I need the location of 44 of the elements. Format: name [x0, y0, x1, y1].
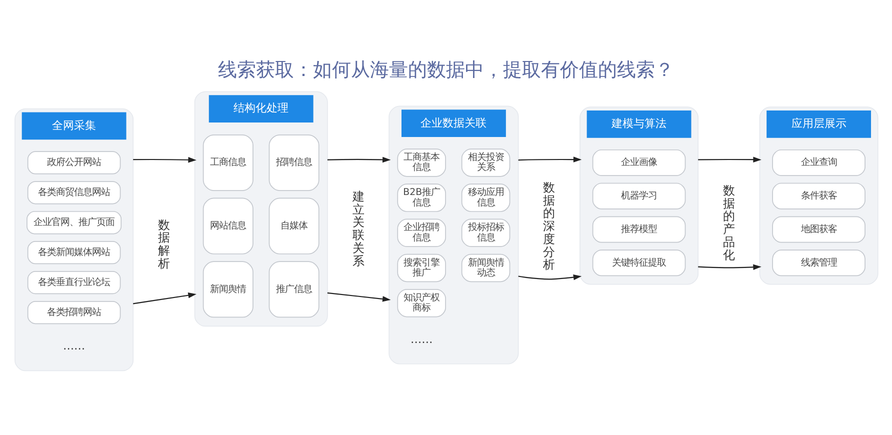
node-box: 工商基本信息 [397, 148, 446, 177]
arrow [133, 156, 196, 163]
node-box: 投标招标信息 [461, 218, 510, 248]
node-box: B2B推广信息 [397, 184, 446, 212]
node-box: 企业查询 [772, 149, 866, 176]
node-box: 线索管理 [772, 250, 866, 276]
node-box: 招聘信息 [268, 134, 320, 191]
arrow [518, 156, 582, 162]
node-box: 企业招聘信息 [397, 218, 446, 248]
node-box: 新闻舆情 [202, 261, 254, 318]
arrow [133, 292, 196, 304]
label: 数据解析 [158, 218, 170, 270]
arrow [698, 156, 762, 162]
node-box: 企业画像 [592, 149, 686, 176]
node-box: 搜索引擎推广 [397, 254, 446, 282]
node-box: 知识产权商标 [397, 288, 446, 318]
node-box: 网站信息 [202, 198, 254, 254]
node-box: 各类新闻媒体网站 [27, 241, 121, 264]
arrow [327, 292, 391, 302]
label: …… [62, 340, 86, 353]
node-box: 各类招聘网站 [27, 300, 121, 324]
arrow [327, 156, 391, 163]
node-box: 政府公开网站 [27, 151, 121, 174]
node-box: 关键特征提取 [592, 250, 686, 276]
arrow [698, 264, 762, 270]
node-box: 自媒体 [268, 198, 320, 254]
label: 建立关联关系 [352, 190, 364, 268]
label: …… [410, 332, 433, 346]
node-box: 地图获客 [772, 216, 866, 243]
node-box: 移动应用信息 [461, 184, 510, 212]
node-box: 企业官网、推广页面 [26, 211, 122, 234]
node-box: 各类垂直行业论坛 [27, 271, 121, 294]
node-box: 各类商贸信息网站 [27, 181, 121, 204]
node-box: 推广信息 [268, 261, 320, 318]
label: 数据的深度分析 [543, 180, 556, 272]
node-box: 新闻舆情动态 [461, 254, 510, 282]
node-box: 工商信息 [202, 134, 254, 191]
diagram-title: 线索获取：如何从海量的数据中，提取有价值的线索？ [218, 60, 674, 81]
node-box: 相关投资关系 [461, 148, 510, 177]
node-box: 条件获客 [772, 182, 866, 210]
node-box: 推荐模型 [592, 216, 686, 243]
label: 数据的产品化 [722, 184, 735, 262]
arrow [518, 274, 582, 280]
node-box: 机器学习 [592, 182, 686, 210]
